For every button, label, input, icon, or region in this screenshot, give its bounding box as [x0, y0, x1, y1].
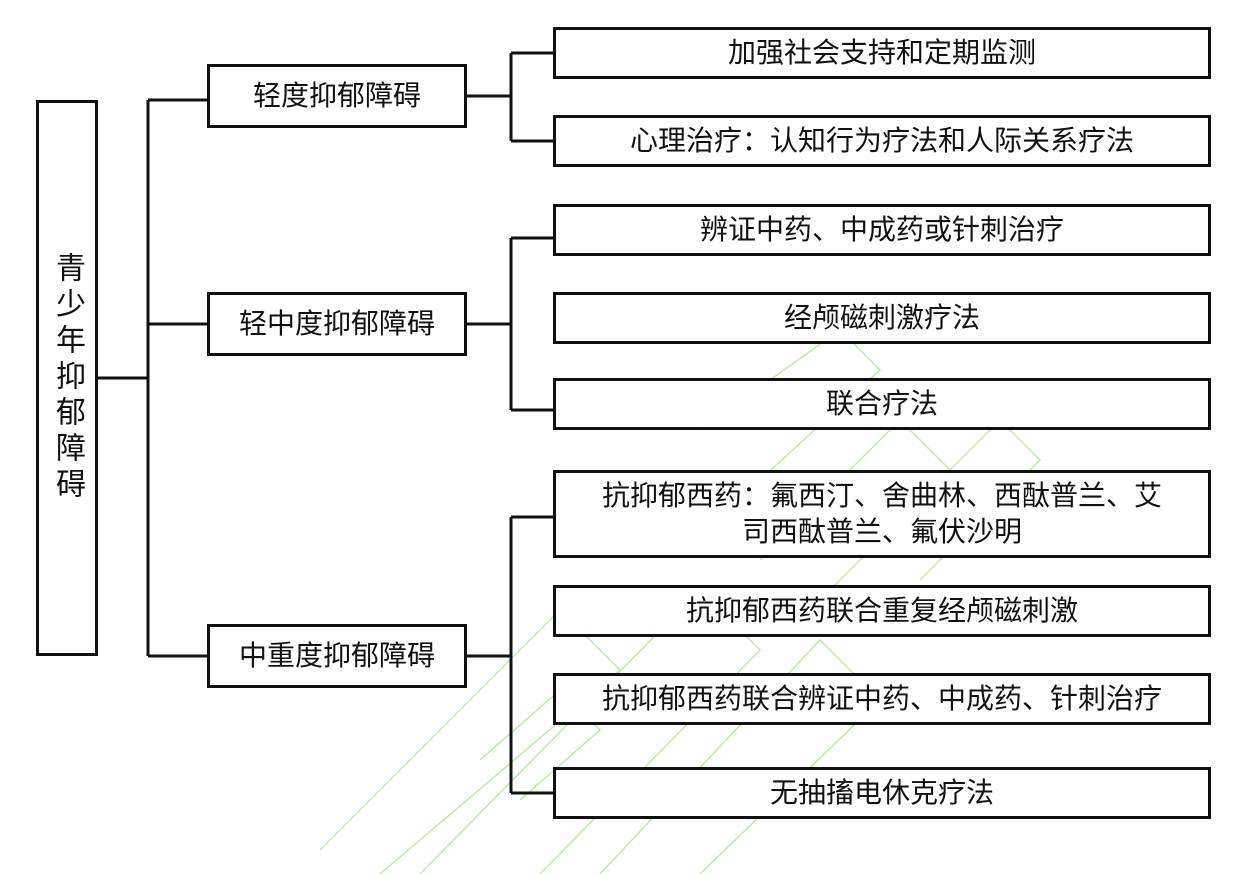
category-label: 轻度抑郁障碍 [252, 79, 421, 112]
leaf-label: 抗抑郁西药：氟西汀、舍曲林、西酞普兰、艾司西酞普兰、氟伏沙明 [602, 479, 1163, 548]
category-label: 轻中度抑郁障碍 [238, 307, 435, 340]
leaf-label: 经颅磁刺激疗法 [783, 301, 980, 334]
leaf-social-support: 加强社会支持和定期监测 [553, 27, 1211, 79]
leaf-ect: 无抽搐电休克疗法 [553, 767, 1211, 819]
leaf-label: 心理治疗：认知行为疗法和人际关系疗法 [629, 124, 1134, 157]
category-label: 中重度抑郁障碍 [238, 639, 435, 672]
category-mild: 轻度抑郁障碍 [207, 64, 467, 128]
leaf-antidepressant-tcm: 抗抑郁西药联合辨证中药、中成药、针刺治疗 [553, 673, 1211, 725]
leaf-label: 无抽搐电休克疗法 [769, 776, 994, 809]
leaf-label: 抗抑郁西药联合重复经颅磁刺激 [685, 594, 1078, 627]
category-mild-moderate: 轻中度抑郁障碍 [207, 292, 467, 356]
leaf-tms: 经颅磁刺激疗法 [553, 292, 1211, 344]
leaf-tcm-acupuncture: 辨证中药、中成药或针刺治疗 [553, 204, 1211, 256]
leaf-combined-therapy: 联合疗法 [553, 378, 1211, 430]
leaf-antidepressant-rtms: 抗抑郁西药联合重复经颅磁刺激 [553, 585, 1211, 637]
leaf-label: 联合疗法 [825, 387, 938, 420]
category-moderate-severe: 中重度抑郁障碍 [207, 624, 467, 688]
leaf-psychotherapy: 心理治疗：认知行为疗法和人际关系疗法 [553, 115, 1211, 167]
root-label: 青少年抑郁障碍 [50, 252, 85, 504]
leaf-antidepressants: 抗抑郁西药：氟西汀、舍曲林、西酞普兰、艾司西酞普兰、氟伏沙明 [553, 470, 1211, 558]
leaf-label: 辨证中药、中成药或针刺治疗 [699, 213, 1064, 246]
leaf-label: 抗抑郁西药联合辨证中药、中成药、针刺治疗 [601, 682, 1162, 715]
root-node: 青少年抑郁障碍 [36, 100, 98, 656]
leaf-label: 加强社会支持和定期监测 [727, 36, 1036, 69]
